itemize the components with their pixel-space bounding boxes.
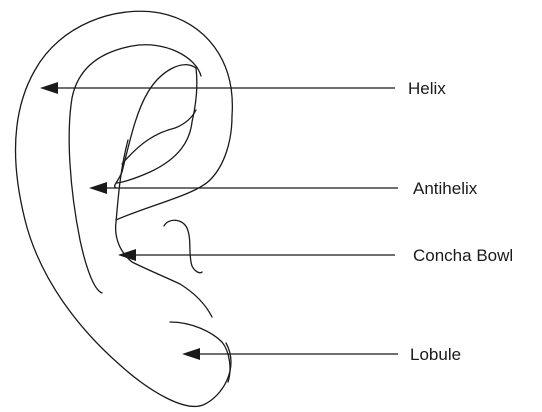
antihelix-right-crus — [116, 68, 197, 183]
lobule-arrowhead — [182, 348, 200, 360]
ear-illustration — [15, 11, 232, 406]
concha-bowl-pointer: Concha Bowl — [118, 246, 513, 265]
concha-bowl-arrowhead — [118, 249, 136, 261]
lobule-pointer: Lobule — [182, 345, 461, 364]
helix-pointer: Helix — [40, 79, 446, 98]
helix-outer-rim — [15, 11, 232, 406]
superior-crus — [122, 110, 196, 164]
helix-label: Helix — [408, 79, 446, 98]
antihelix-lower-sweep — [116, 116, 232, 220]
tragus — [164, 220, 202, 273]
antihelix-label: Antihelix — [413, 179, 478, 198]
concha-wall — [116, 140, 212, 317]
lobule-label: Lobule — [410, 345, 461, 364]
antihelix-pointer: Antihelix — [89, 179, 478, 198]
concha-bowl-label: Concha Bowl — [413, 246, 513, 265]
antihelix-arrowhead — [89, 182, 107, 194]
helix-arrowhead — [40, 82, 58, 94]
